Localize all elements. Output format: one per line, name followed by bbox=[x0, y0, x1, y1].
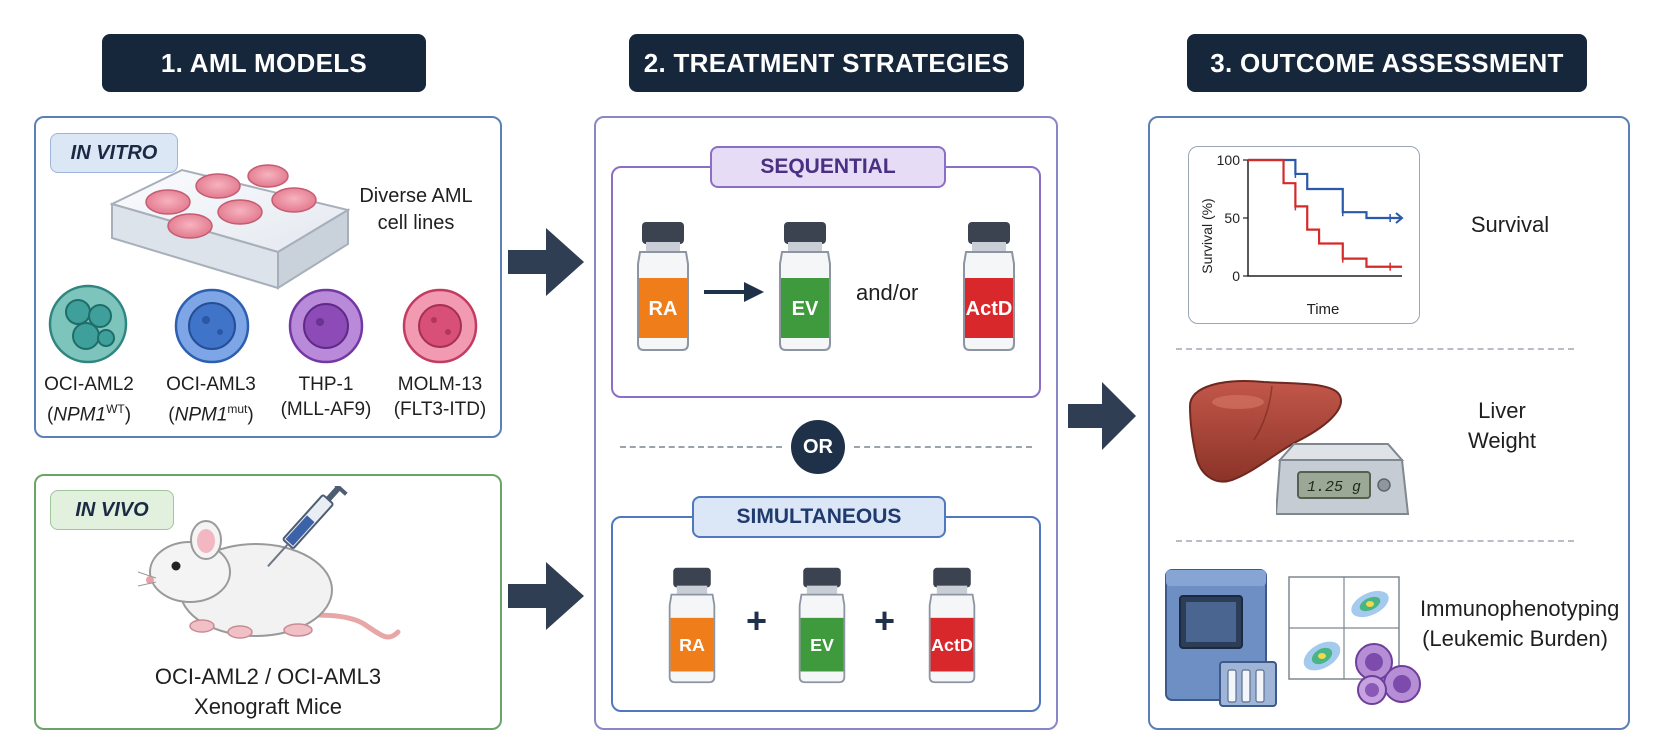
cell-molm13-icon bbox=[402, 288, 478, 364]
liver-icon bbox=[1188, 380, 1342, 483]
svg-text:ActD: ActD bbox=[931, 635, 973, 655]
vial-ra-simultaneous: RA bbox=[668, 567, 716, 684]
chart-ylabel: Survival (%) bbox=[1199, 198, 1215, 273]
svg-text:EV: EV bbox=[810, 635, 834, 655]
arrow-in-vitro-to-treatment bbox=[508, 228, 584, 296]
cell-label-oci-aml2: OCI-AML2 (NPM1WT) bbox=[44, 374, 134, 426]
survival-chart: 0 50 100 Survival (%) Time bbox=[1199, 152, 1404, 318]
svg-text:EV: EV bbox=[792, 298, 819, 320]
arrow-ra-to-ev-icon bbox=[704, 282, 764, 302]
cell-oci-aml2-icon bbox=[48, 284, 128, 364]
liver-weight-label: Liver Weight bbox=[1467, 398, 1537, 453]
or-badge: OR bbox=[791, 420, 845, 474]
plate-caption: Diverse AML cell lines bbox=[359, 185, 473, 234]
chart-ytick-label: 100 bbox=[1217, 152, 1241, 168]
vial-actd-simultaneous: ActD bbox=[928, 567, 976, 684]
survival-chart-card bbox=[1188, 146, 1420, 324]
survival-label: Survival bbox=[1470, 212, 1550, 237]
and-or-label: and/or bbox=[856, 280, 919, 305]
outcome-divider-2 bbox=[1176, 540, 1574, 542]
or-divider-left bbox=[620, 446, 782, 448]
survival-curve-2 bbox=[1248, 158, 1402, 268]
cell-oci-aml3-icon bbox=[174, 288, 250, 364]
svg-text:ActD: ActD bbox=[966, 298, 1013, 320]
vial-ra-sequential: RA bbox=[637, 222, 689, 351]
survival-curve-1 bbox=[1248, 158, 1402, 220]
weighing-scale-icon: 1.25 g bbox=[1276, 443, 1410, 515]
cell-culture-plate-icon bbox=[110, 164, 350, 290]
simultaneous-pill: SIMULTANEOUS bbox=[692, 496, 946, 538]
outcome-divider-1 bbox=[1176, 348, 1574, 350]
vial-ev-sequential: EV bbox=[779, 222, 831, 351]
plus-sign-2: + bbox=[874, 600, 896, 641]
arrow-treatment-to-outcome bbox=[1068, 382, 1136, 450]
in-vitro-tag: IN VITRO bbox=[50, 133, 178, 173]
in-vivo-caption: OCI-AML2 / OCI-AML3 Xenograft Mice bbox=[154, 664, 382, 719]
cell-label-oci-aml3: OCI-AML3 (NPM1mut) bbox=[166, 374, 256, 426]
arrow-in-vivo-to-treatment bbox=[508, 562, 584, 630]
curve-end-arrow bbox=[1395, 212, 1404, 224]
svg-text:RA: RA bbox=[679, 635, 705, 655]
or-divider-right bbox=[854, 446, 1032, 448]
vial-ev-simultaneous: EV bbox=[798, 567, 846, 684]
cell-thp1-icon bbox=[288, 288, 364, 364]
plus-sign-1: + bbox=[746, 600, 768, 641]
header-aml-models: 1. AML MODELS bbox=[102, 34, 426, 92]
svg-text:RA: RA bbox=[649, 298, 678, 320]
cell-label-thp1: THP-1 (MLL-AF9) bbox=[280, 374, 372, 420]
in-vivo-tag: IN VIVO bbox=[50, 490, 174, 530]
chart-ytick-label: 50 bbox=[1224, 210, 1240, 226]
leukemic-cells-icon bbox=[1355, 643, 1421, 705]
header-outcome-assessment: 3. OUTCOME ASSESSMENT bbox=[1187, 34, 1587, 92]
mouse-with-syringe-icon bbox=[137, 486, 401, 640]
sequential-pill: SEQUENTIAL bbox=[710, 146, 946, 188]
scale-reading: 1.25 g bbox=[1307, 479, 1361, 496]
immunophenotyping-label: Immunophenotyping (Leukemic Burden) bbox=[1420, 596, 1620, 651]
chart-xlabel: Time bbox=[1307, 301, 1340, 318]
chart-ytick-label: 0 bbox=[1232, 268, 1240, 284]
header-treatment-strategies: 2. TREATMENT STRATEGIES bbox=[629, 34, 1024, 92]
flow-cytometer-icon bbox=[1165, 569, 1277, 707]
cell-label-molm13: MOLM-13 (FLT3-ITD) bbox=[393, 374, 487, 420]
vial-actd-sequential: ActD bbox=[963, 222, 1015, 351]
